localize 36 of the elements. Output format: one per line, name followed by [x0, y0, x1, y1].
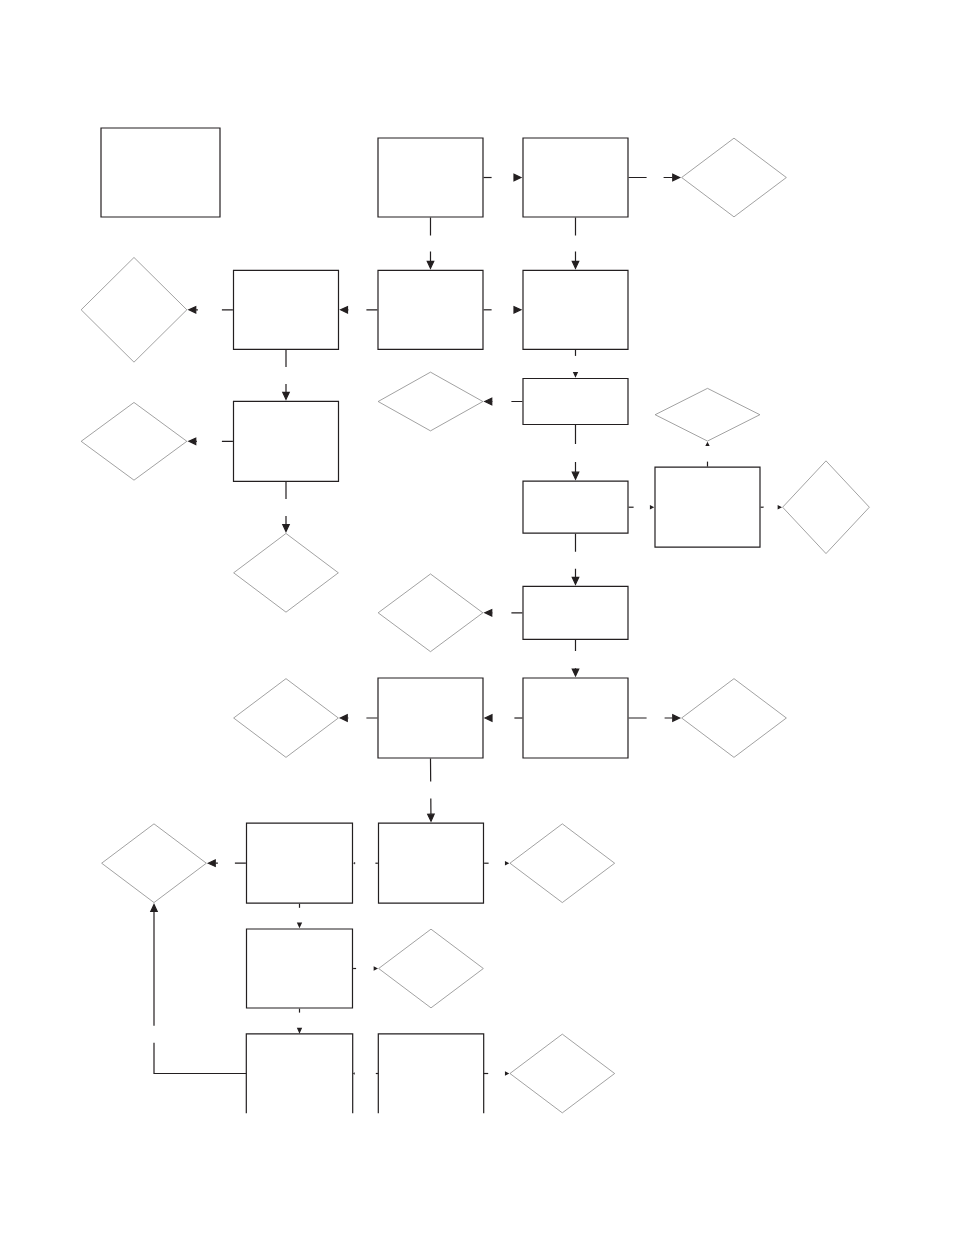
- process-box: [522, 269, 629, 350]
- arrow: [760, 505, 782, 510]
- process-box: [522, 480, 629, 534]
- decision-diamond: [80, 257, 188, 363]
- process-box: [377, 677, 484, 759]
- process-box: [377, 137, 484, 218]
- process-box: [377, 269, 484, 350]
- decision-diamond: [101, 823, 207, 903]
- process-box: [522, 585, 629, 640]
- decision-diamond: [233, 533, 339, 613]
- arrow: [339, 305, 378, 314]
- process-box: [245, 1033, 354, 1114]
- process-box: [522, 377, 629, 426]
- decision-diamond: [377, 371, 484, 432]
- decision-diamond: [377, 573, 484, 652]
- arrow: [149, 903, 247, 1075]
- process-box: [654, 466, 761, 548]
- process-box: [245, 822, 354, 904]
- process-box: [377, 822, 485, 904]
- decision-diamond: [654, 388, 761, 442]
- process-box: [245, 928, 354, 1009]
- decision-diamond: [509, 1033, 615, 1114]
- decision-diamond: [782, 460, 870, 554]
- arrow: [352, 966, 378, 971]
- decision-diamond: [80, 402, 188, 481]
- process-box: [522, 137, 629, 218]
- process-box: [377, 1033, 485, 1114]
- process-box: [232, 269, 340, 350]
- process-box: [522, 677, 629, 759]
- decision-diamond: [681, 137, 787, 218]
- decision-diamond: [681, 678, 787, 758]
- decision-diamond: [378, 928, 484, 1009]
- process-box: [100, 127, 221, 218]
- decision-diamond: [233, 678, 339, 758]
- process-box: [232, 400, 340, 482]
- decision-diamond: [509, 823, 615, 903]
